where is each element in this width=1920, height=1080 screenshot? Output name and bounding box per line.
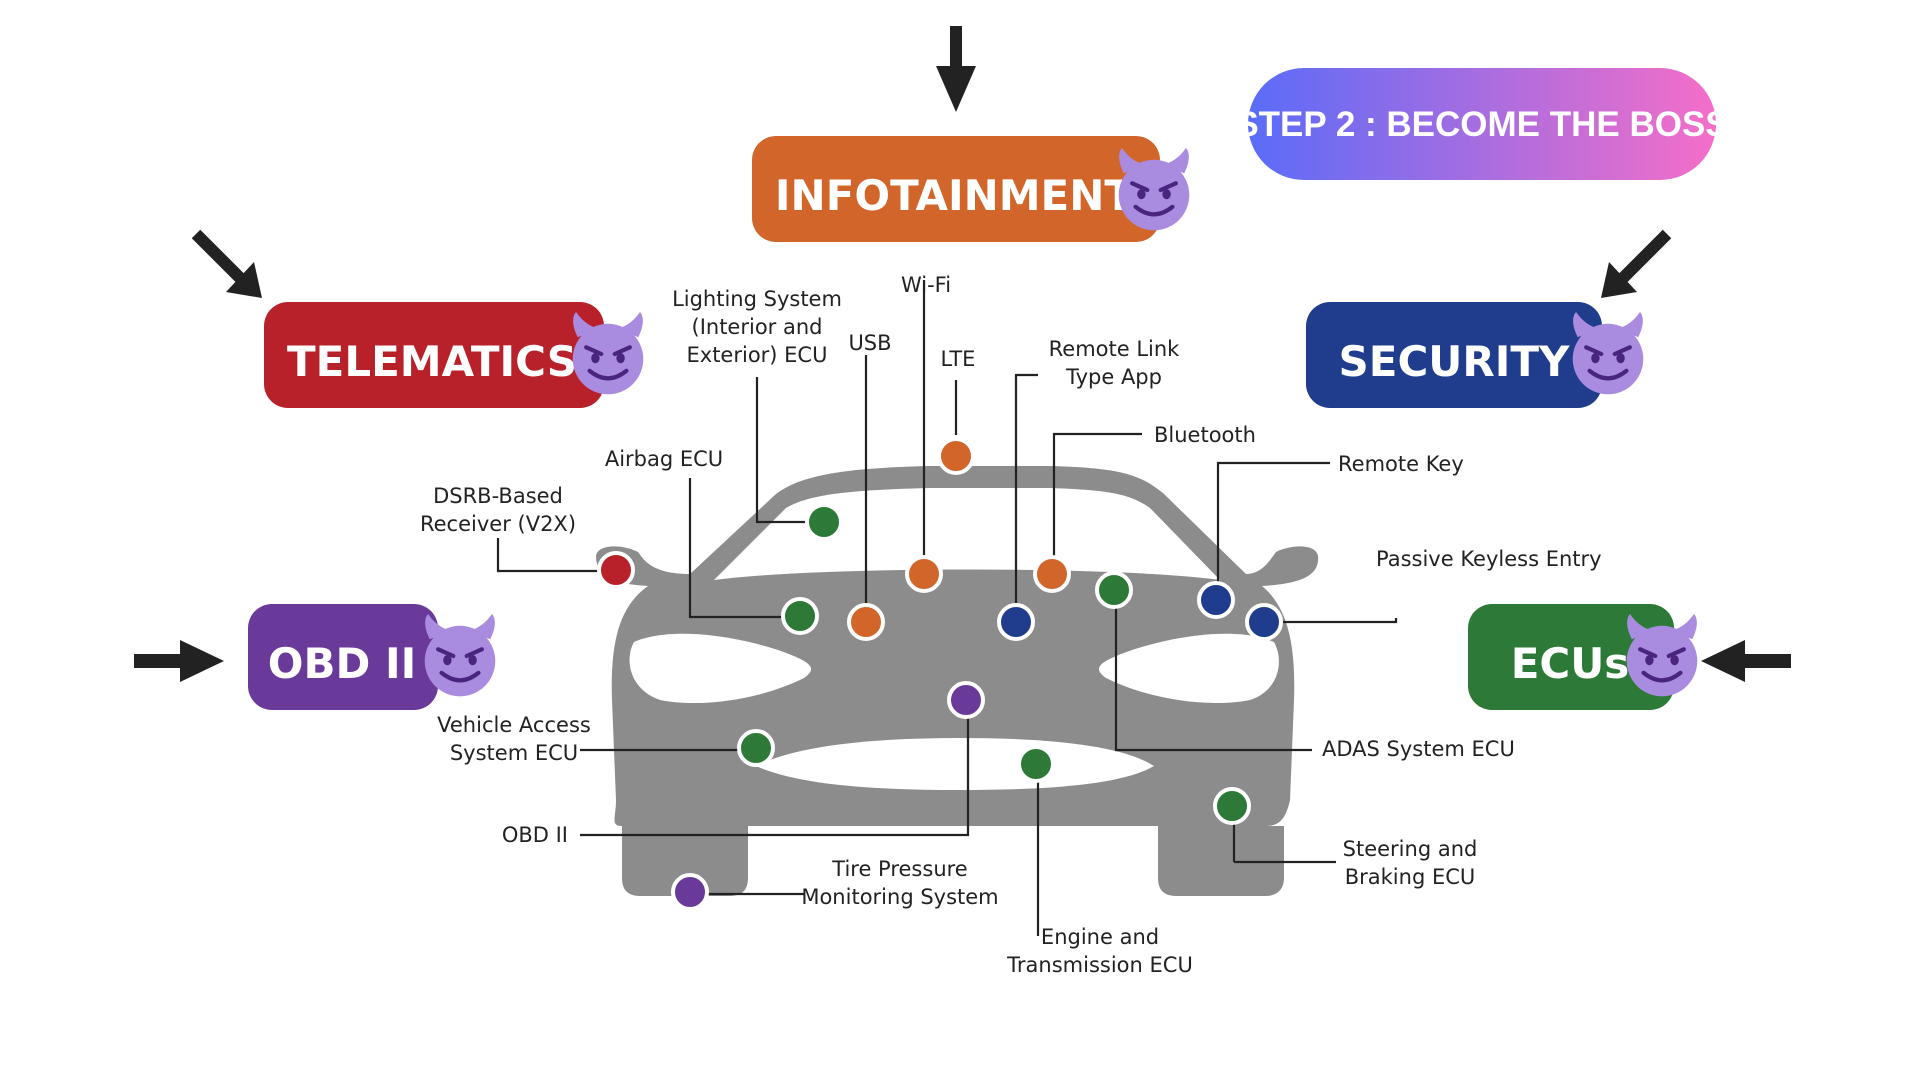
lte-dot bbox=[937, 437, 975, 475]
bluetooth-label: Bluetooth bbox=[1154, 423, 1256, 447]
steering-ecu-dot bbox=[1213, 787, 1251, 825]
wifi-label: Wi-Fi bbox=[901, 273, 951, 297]
adas-ecu-label: ADAS System ECU bbox=[1322, 737, 1515, 761]
tire-pressure-label-1: Tire Pressure bbox=[831, 857, 967, 881]
lighting-ecu-dot bbox=[805, 503, 843, 541]
component-dots bbox=[597, 437, 1283, 911]
security-label: SECURITY bbox=[1339, 337, 1570, 386]
ecus-label: ECUs bbox=[1511, 639, 1630, 688]
dsrb-label-1: DSRB-Based bbox=[433, 484, 563, 508]
category-obd: OBD II bbox=[248, 604, 495, 710]
bluetooth-dot bbox=[1033, 555, 1071, 593]
telematics-label: TELEMATICS bbox=[287, 337, 577, 386]
passive-keyless-entry-dot bbox=[1245, 603, 1283, 641]
smiling-devil-icon bbox=[1119, 148, 1190, 230]
remote-link-label-2: Type App bbox=[1065, 365, 1162, 389]
wifi-dot bbox=[905, 555, 943, 593]
smiling-devil-icon bbox=[425, 614, 496, 696]
obd-label: OBD II bbox=[268, 639, 416, 688]
obd-ii-dot bbox=[947, 681, 985, 719]
remote-link-app-dot bbox=[997, 603, 1035, 641]
tire-pressure-label-2: Monitoring System bbox=[801, 885, 998, 909]
vehicle-access-ecu-dot bbox=[737, 729, 775, 767]
lighting-label-3: Exterior) ECU bbox=[687, 343, 828, 367]
leader-lines bbox=[496, 280, 1398, 936]
remote-key-label: Remote Key bbox=[1338, 452, 1464, 476]
dsrb-label-2: Receiver (V2X) bbox=[420, 512, 576, 536]
remote-link-label-1: Remote Link bbox=[1049, 337, 1181, 361]
category-telematics: TELEMATICS bbox=[264, 302, 643, 408]
usb-dot bbox=[847, 603, 885, 641]
arrow-obd bbox=[134, 640, 224, 682]
arrow-ecus bbox=[1701, 640, 1791, 682]
adas-ecu-dot bbox=[1095, 571, 1133, 609]
lighting-label-1: Lighting System bbox=[672, 287, 842, 311]
lte-label: LTE bbox=[941, 347, 976, 371]
engine-label-1: Engine and bbox=[1041, 925, 1159, 949]
vehicle-access-label-1: Vehicle Access bbox=[437, 713, 591, 737]
category-security: SECURITY bbox=[1306, 302, 1643, 408]
category-infotainment: INFOTAINMENT bbox=[752, 136, 1189, 242]
steering-label-2: Braking ECU bbox=[1345, 865, 1476, 889]
engine-ecu-dot bbox=[1017, 745, 1055, 783]
tire-pressure-dot bbox=[671, 873, 709, 911]
lighting-label-2: (Interior and bbox=[692, 315, 823, 339]
usb-label: USB bbox=[848, 331, 891, 355]
obd-ii-label: OBD II bbox=[502, 823, 568, 847]
airbag-ecu-label: Airbag ECU bbox=[605, 447, 723, 471]
smiling-devil-icon bbox=[1627, 614, 1698, 696]
step-banner-text: STEP 2 : BECOME THE BOSS bbox=[1235, 105, 1728, 144]
arrow-infotainment bbox=[936, 26, 976, 112]
smiling-devil-icon bbox=[573, 312, 644, 394]
component-labels: Lighting System (Interior and Exterior) … bbox=[420, 273, 1602, 977]
remote-key-dot bbox=[1197, 581, 1235, 619]
car-silhouette bbox=[596, 466, 1319, 896]
infotainment-label: INFOTAINMENT bbox=[775, 171, 1133, 220]
smiling-devil-icon bbox=[1573, 312, 1644, 394]
category-ecus: ECUs bbox=[1468, 604, 1697, 710]
engine-label-2: Transmission ECU bbox=[1006, 953, 1193, 977]
passive-keyless-entry-label: Passive Keyless Entry bbox=[1376, 547, 1602, 571]
arrow-security bbox=[1601, 229, 1672, 298]
arrow-telematics bbox=[191, 229, 262, 298]
steering-label-1: Steering and bbox=[1343, 837, 1478, 861]
vehicle-access-label-2: System ECU bbox=[450, 741, 578, 765]
airbag-ecu-dot bbox=[781, 597, 819, 635]
step-banner: STEP 2 : BECOME THE BOSS bbox=[1235, 68, 1729, 180]
dsrb-receiver-dot bbox=[597, 551, 635, 589]
